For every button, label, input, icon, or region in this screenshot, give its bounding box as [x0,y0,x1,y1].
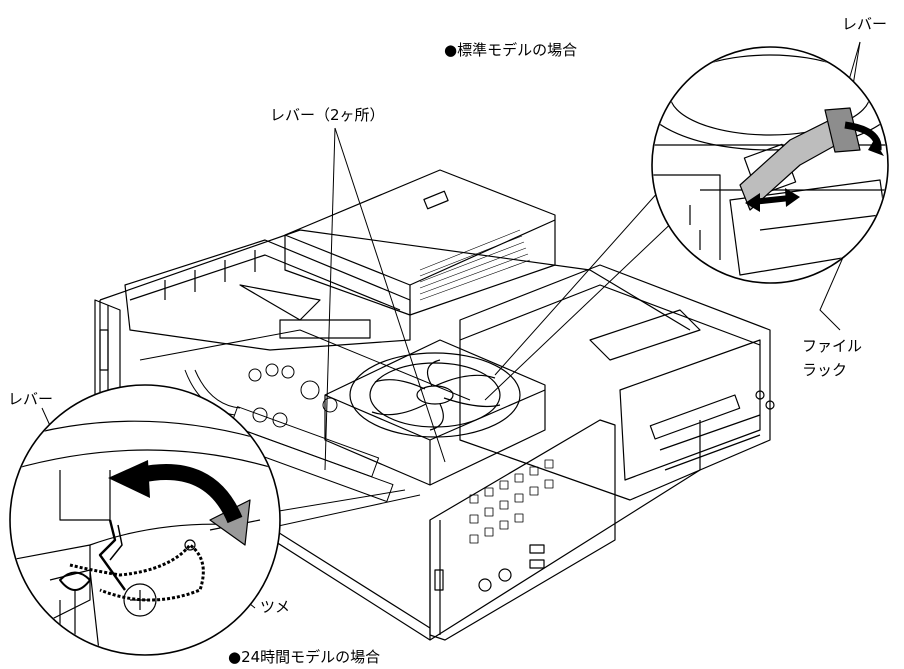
label-lever-left: レバー [8,390,54,408]
front-bracket [429,419,616,641]
expansion-bracket [124,239,411,351]
label-standard-model: ●標準モデルの場合 [444,41,578,59]
label-lever-two-places: レバー（2ヶ所） [270,106,385,124]
zoom-standard-model [651,46,889,284]
label-file-rack-line1: ファイル [802,337,863,355]
zoom-24h-model [9,384,281,656]
label-lever-top-right: レバー [842,15,888,33]
power-supply [284,169,556,316]
cpu-fan [324,339,546,486]
label-24h-model: ●24時間モデルの場合 [228,648,381,666]
label-tab: ツメ [260,598,291,616]
file-rack [459,264,775,501]
label-file-rack-line2: ラック [802,361,848,379]
curved-arrow-icon [138,464,243,524]
